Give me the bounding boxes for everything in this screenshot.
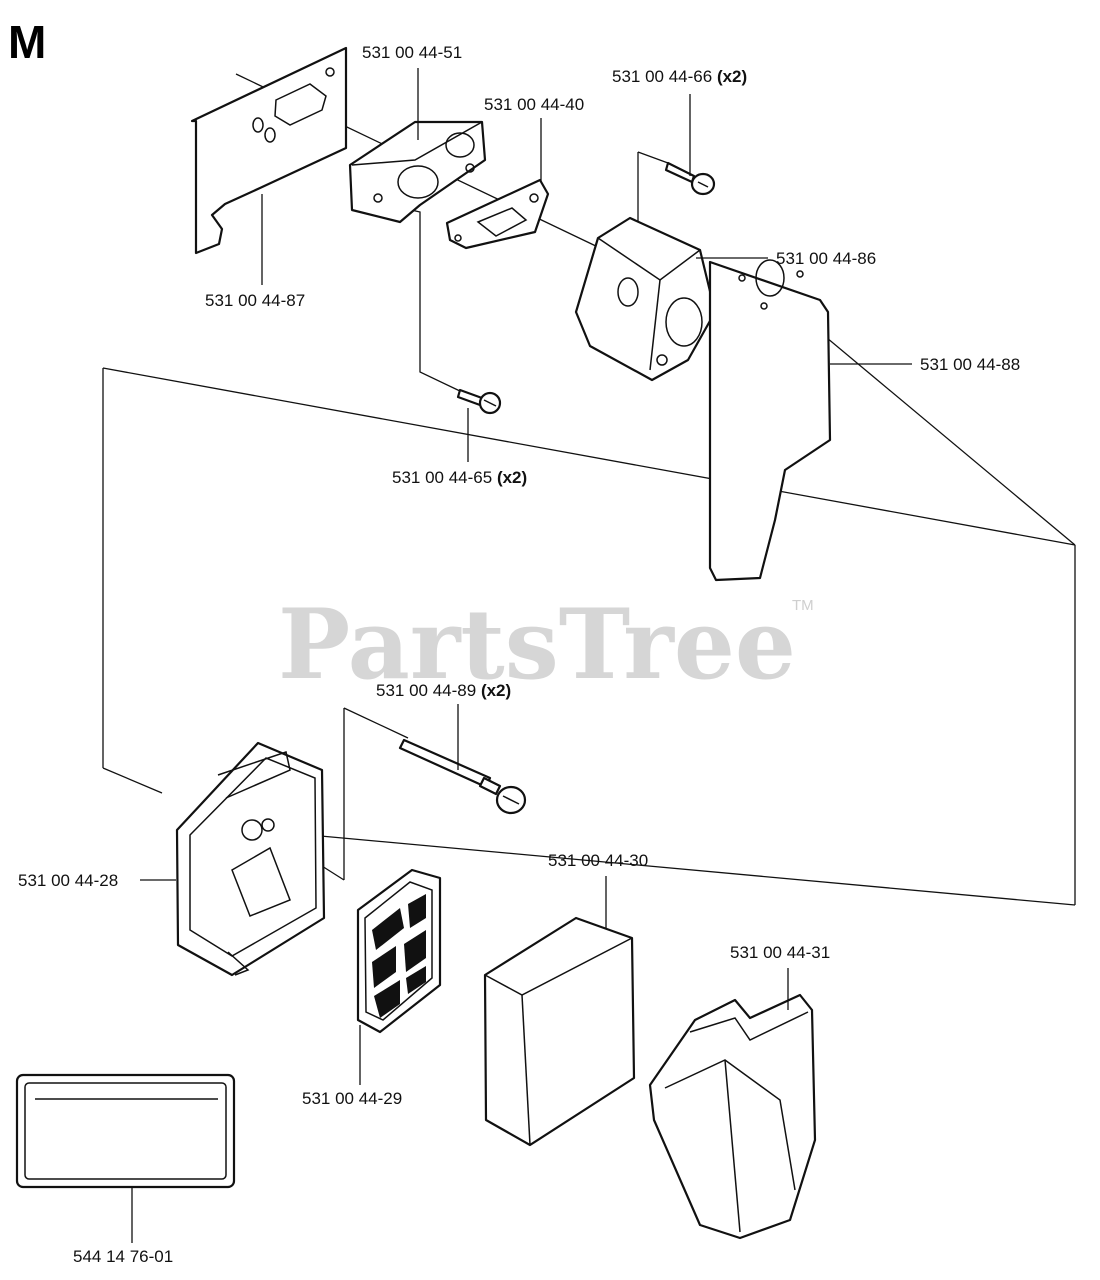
cover-31-drawing: [648, 993, 817, 1240]
part-label-28: 531 00 44-28: [18, 871, 118, 890]
part-label-65: 531 00 44-65 (x2): [392, 468, 527, 487]
leader-lines: [131, 68, 912, 1243]
watermark: PartsTree TM: [278, 588, 814, 701]
gasket-87-drawing: [190, 46, 348, 255]
qty-66: (x2): [717, 67, 747, 86]
part-label-51: 531 00 44-51: [362, 43, 462, 62]
qty-65: (x2): [497, 468, 527, 487]
part-label-30: 531 00 44-30: [548, 851, 648, 870]
part-label-01: 544 14 76-01: [73, 1247, 173, 1266]
part-labels: 531 00 44-51 531 00 44-40 531 00 44-66 (…: [18, 43, 1020, 1266]
part-label-40: 531 00 44-40: [484, 95, 584, 114]
bolt-89-drawing: [398, 738, 527, 815]
part-label-66: 531 00 44-66 (x2): [612, 67, 747, 86]
part-label-29: 531 00 44-29: [302, 1089, 402, 1108]
decal-01-drawing: [15, 1073, 236, 1189]
carburetor-86-drawing: [574, 216, 717, 382]
gasket-88-drawing: [708, 259, 832, 582]
qty-89: (x2): [481, 681, 511, 700]
section-letter: M: [8, 16, 46, 68]
part-label-86: 531 00 44-86: [776, 249, 876, 268]
screw-65-drawing: [456, 388, 502, 415]
screw-66-drawing: [664, 161, 716, 196]
part-label-88: 531 00 44-88: [920, 355, 1020, 374]
gasket-40-drawing: [445, 178, 550, 250]
spacer-51-drawing: [348, 120, 487, 224]
part-label-89: 531 00 44-89 (x2): [376, 681, 511, 700]
watermark-text: PartsTree: [278, 588, 796, 701]
part-label-87: 531 00 44-87: [205, 291, 305, 310]
filter-30-drawing: [483, 916, 636, 1147]
grid-29-drawing: [356, 868, 442, 1034]
filter-base-28-drawing: [175, 741, 326, 977]
watermark-trademark: TM: [792, 597, 814, 614]
part-label-31: 531 00 44-31: [730, 943, 830, 962]
